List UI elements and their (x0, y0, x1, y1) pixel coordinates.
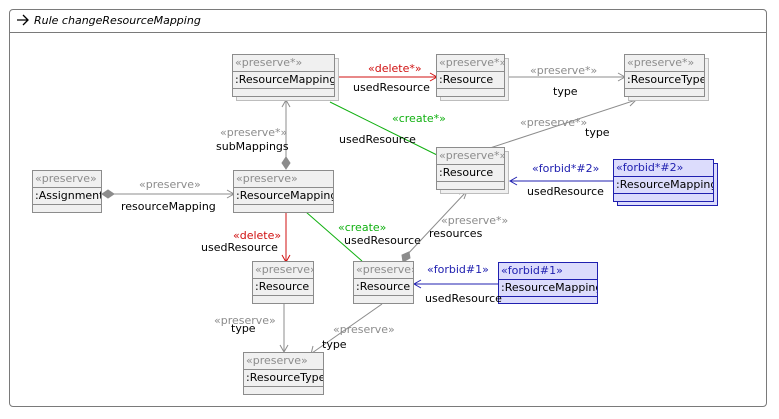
edge-label-role: type (585, 126, 610, 139)
edge-sub-mappings[interactable] (281, 98, 291, 170)
node-compartment (499, 296, 597, 302)
node-name: :ResourceType (625, 71, 704, 86)
node-resource-type-top[interactable]: «preserve*» :ResourceType (624, 54, 705, 97)
edge-label-stereotype: «preserve» (139, 178, 201, 191)
node-resource-top[interactable]: «preserve*» :Resource (436, 54, 505, 97)
node-name: :Resource (253, 278, 313, 295)
node-name: :Assignment (33, 187, 101, 202)
edge-label-stereotype: «forbid#1» (427, 263, 489, 276)
edge-label-role: resources (429, 227, 483, 240)
node-stereotype: «preserve» (236, 172, 298, 185)
edge-label-role: usedResource (353, 81, 430, 94)
node-compartment (244, 386, 323, 392)
node-stereotype: «preserve*» (439, 149, 504, 162)
edge-label-role: type (553, 85, 578, 98)
edge-label-role: usedResource (344, 234, 421, 247)
node-forbid-2-resource-mapping[interactable]: «forbid*#2» :ResourceMapping (613, 159, 714, 202)
edge-label-role: type (231, 322, 256, 335)
edge-delete-used-resource[interactable] (281, 212, 291, 264)
edge-label-stereotype: «preserve*» (520, 116, 588, 129)
edge-label-stereotype: «preserve*» (220, 126, 288, 139)
node-name: :ResourceType (244, 369, 323, 384)
node-resource-mapping-mid[interactable]: «preserve» :ResourceMapping (233, 170, 334, 213)
edge-preserve-type-del[interactable] (279, 304, 289, 354)
node-name: :Resource (437, 164, 504, 181)
node-compartment (253, 295, 313, 301)
node-compartment (625, 88, 704, 94)
node-assignment[interactable]: «preserve» :Assignment (32, 170, 102, 213)
edge-label-stereotype: «preserve» (333, 323, 395, 336)
edge-forbid-star-2-used-resource[interactable] (508, 176, 613, 186)
node-name: :ResourceMapping (233, 71, 334, 86)
edge-forbid-1-used-resource[interactable] (412, 279, 498, 289)
edge-label-stereotype: «preserve» (214, 314, 276, 327)
node-name: :Resource (354, 278, 413, 295)
edge-label-stereotype: «delete*» (368, 62, 422, 75)
edge-create-used-resource[interactable] (305, 211, 363, 262)
edge-label-role: usedResource (425, 292, 502, 305)
node-name: :ResourceMapping (499, 279, 597, 294)
node-resource-delete[interactable]: «preserve» :Resource (252, 261, 314, 304)
edge-label-stereotype: «create» (338, 221, 387, 234)
node-stereotype: «forbid*#2» (616, 161, 684, 174)
node-stereotype: «preserve*» (627, 56, 695, 69)
edge-create-star-used-resource[interactable] (329, 101, 438, 156)
edge-label-stereotype: «delete» (233, 229, 282, 242)
node-compartment (437, 88, 504, 94)
node-name: :ResourceMapping (234, 187, 333, 202)
edge-resource-mapping[interactable] (101, 189, 236, 199)
edge-label-role: subMappings (216, 140, 289, 153)
node-stereotype: «preserve*» (439, 56, 504, 69)
node-name: :ResourceMapping (614, 176, 713, 191)
node-stereotype: «preserve» (255, 263, 313, 276)
edge-label-role: type (322, 338, 347, 351)
node-stereotype: «preserve» (35, 172, 97, 185)
node-compartment (234, 204, 333, 210)
node-resource-type-bottom[interactable]: «preserve» :ResourceType (243, 352, 324, 395)
node-name: :Resource (437, 71, 504, 88)
node-resource-mid[interactable]: «preserve*» :Resource (436, 147, 505, 190)
node-resource-mapping-top[interactable]: «preserve*» :ResourceMapping (232, 54, 335, 97)
node-stereotype: «preserve» (246, 354, 308, 367)
edge-label-role: usedResource (527, 185, 604, 198)
node-stereotype: «preserve*» (235, 56, 303, 69)
node-compartment (354, 295, 413, 301)
edge-preserve-star-type-mid[interactable] (489, 98, 638, 149)
edge-label-stereotype: «preserve*» (530, 64, 598, 77)
rule-title-bar: Rule changeResourceMapping (10, 10, 766, 33)
rule-arrow-icon (16, 13, 30, 35)
node-stereotype: «preserve» (356, 263, 413, 276)
node-compartment (437, 181, 504, 187)
rule-title: Rule changeResourceMapping (34, 14, 201, 27)
edge-label-role: resourceMapping (121, 200, 216, 213)
edge-label-stereotype: «forbid*#2» (532, 162, 600, 175)
node-resource-create[interactable]: «preserve» :Resource (353, 261, 414, 304)
edge-label-role: usedResource (201, 241, 278, 254)
node-stereotype: «forbid#1» (501, 264, 563, 277)
edge-label-role: usedResource (339, 133, 416, 146)
edge-label-stereotype: «create*» (392, 112, 446, 125)
edge-resources[interactable] (401, 190, 468, 263)
node-forbid-1-resource-mapping[interactable]: «forbid#1» :ResourceMapping (498, 262, 598, 304)
node-compartment (614, 193, 713, 199)
node-compartment (233, 88, 334, 94)
edge-label-stereotype: «preserve*» (441, 214, 509, 227)
node-compartment (33, 204, 101, 210)
